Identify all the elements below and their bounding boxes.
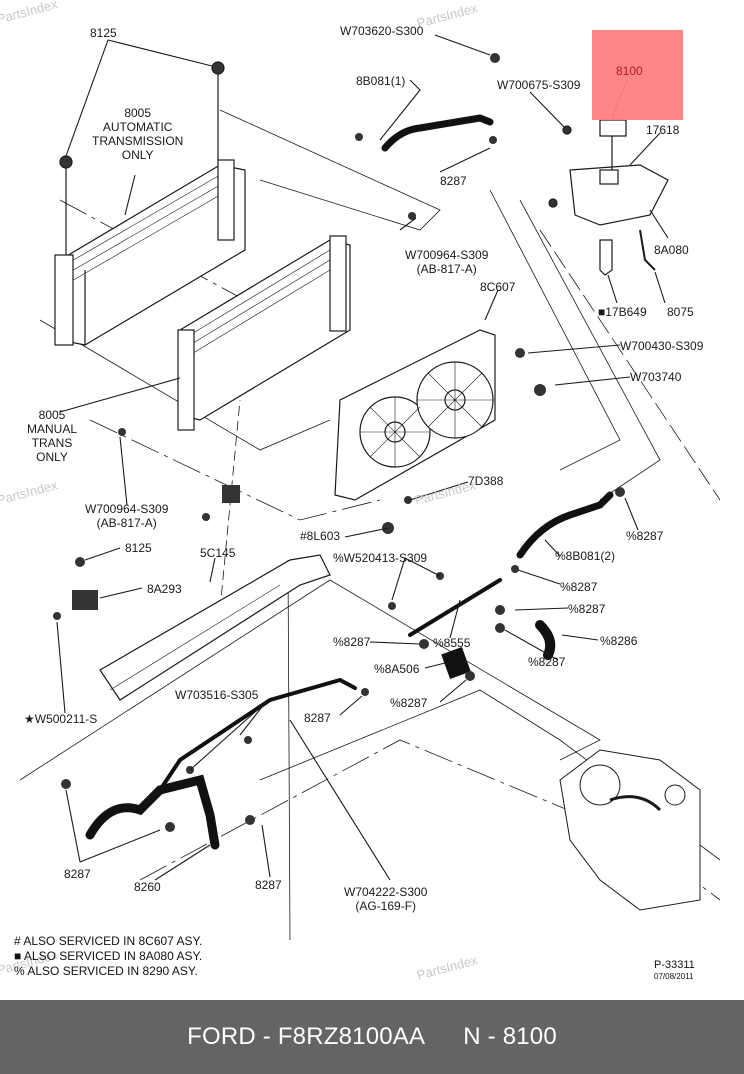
part-label-8287[interactable]: 8287 xyxy=(64,867,91,881)
part-label-8100-highlighted[interactable]: 8100 xyxy=(616,64,643,78)
part-label-8a293[interactable]: 8A293 xyxy=(147,582,182,596)
part-label-8005-automatic[interactable]: 8005 AUTOMATIC TRANSMISSION ONLY xyxy=(92,106,183,162)
label-line: (AB-817-A) xyxy=(416,262,477,276)
hoses xyxy=(85,114,614,850)
part-label-8075[interactable]: 8075 xyxy=(667,305,694,319)
label-line: (AB-817-A) xyxy=(96,516,157,530)
legend-item: ■ ALSO SERVICED IN 8A080 ASY. xyxy=(14,949,203,963)
part-label-8260[interactable]: 8260 xyxy=(134,880,161,894)
label-line: ONLY xyxy=(36,450,68,464)
label-line: TRANS xyxy=(31,436,73,450)
part-label-8l603[interactable]: #8L603 xyxy=(300,529,341,543)
part-label-w700964-s309[interactable]: W700964-S309 (AB-817-A) xyxy=(405,248,488,276)
label-line: 8005 xyxy=(38,408,66,422)
reference-block: P-33311 07/08/2011 xyxy=(654,959,695,983)
part-label-8287[interactable]: 8287 xyxy=(255,878,282,892)
reference-date: 07/08/2011 xyxy=(654,972,694,981)
part-label-8c607[interactable]: 8C607 xyxy=(480,280,516,294)
coolant-reservoir xyxy=(548,119,669,276)
part-label-8a080[interactable]: 8A080 xyxy=(654,243,689,257)
part-label-8125[interactable]: 8125 xyxy=(90,26,117,40)
label-line: (AG-169-F) xyxy=(355,899,417,913)
part-label-7d388[interactable]: 7D388 xyxy=(468,474,504,488)
part-label-8287[interactable]: 8287 xyxy=(440,174,467,188)
part-label-w700964-s309-left[interactable]: W700964-S309 (AB-817-A) xyxy=(85,502,168,530)
part-label-8a506[interactable]: %8A506 xyxy=(374,662,420,676)
label-line: MANUAL xyxy=(27,422,78,436)
part-label-17618[interactable]: 17618 xyxy=(646,123,680,137)
legend: # ALSO SERVICED IN 8C607 ASY. ■ ALSO SER… xyxy=(14,934,202,979)
part-label-5c145[interactable]: 5C145 xyxy=(200,546,236,560)
leader-lines xyxy=(56,34,669,881)
label-line: 8005 xyxy=(124,106,152,120)
part-label-8125-left[interactable]: 8125 xyxy=(125,541,152,555)
legend-item: % ALSO SERVICED IN 8290 ASY. xyxy=(14,964,198,978)
parts-diagram: PartsIndex PartsIndex PartsIndex PartsIn… xyxy=(0,0,721,983)
diagram-linework xyxy=(19,34,721,941)
footer-part-number: N - 8100 xyxy=(463,1023,557,1050)
part-label-8286[interactable]: %8286 xyxy=(600,634,638,648)
engine-block xyxy=(559,749,701,911)
part-label-8287-pct[interactable]: %8287 xyxy=(390,696,428,710)
part-label-8b081-2[interactable]: %8B081(2) xyxy=(555,549,616,563)
label-line: W700964-S309 xyxy=(85,502,169,516)
label-line: W704222-S300 xyxy=(344,885,428,899)
footer-bar: FORD - F8RZ8100AA N - 8100 xyxy=(0,1000,744,1074)
fan-shroud xyxy=(334,329,496,501)
part-label-8287-pct[interactable]: %8287 xyxy=(626,529,664,543)
part-label-17b649[interactable]: ■17B649 xyxy=(598,305,647,319)
footer-brand-part: FORD - F8RZ8100AA xyxy=(187,1023,426,1050)
part-label-8287-pct[interactable]: %8287 xyxy=(560,580,598,594)
reference-code: P-33311 xyxy=(654,959,695,971)
part-label-w703516-s305[interactable]: W703516-S305 xyxy=(175,688,259,702)
label-line: TRANSMISSION xyxy=(92,134,184,148)
radiator-manual xyxy=(177,235,351,431)
part-label-8555[interactable]: %8555 xyxy=(433,636,471,650)
air-deflector xyxy=(99,554,331,701)
radiator-automatic xyxy=(54,61,246,346)
part-label-w520413-s309[interactable]: %W520413-S309 xyxy=(333,551,428,565)
part-label-w500211-s[interactable]: ★W500211-S xyxy=(24,712,98,726)
part-label-8b081-1[interactable]: 8B081(1) xyxy=(356,74,406,88)
part-label-8005-manual[interactable]: 8005 MANUAL TRANS ONLY xyxy=(27,408,77,464)
part-label-8287-pct[interactable]: %8287 xyxy=(528,655,566,669)
label-line: AUTOMATIC xyxy=(102,120,173,134)
part-label-w700430-s309[interactable]: W700430-S309 xyxy=(620,339,704,353)
part-label-w700675-s309[interactable]: W700675-S309 xyxy=(497,78,581,92)
part-label-8287-pct[interactable]: %8287 xyxy=(568,602,606,616)
label-line: W700964-S309 xyxy=(405,248,489,262)
part-label-8287-pct[interactable]: %8287 xyxy=(333,635,371,649)
highlight-box xyxy=(592,30,683,120)
part-label-8287[interactable]: 8287 xyxy=(304,711,331,725)
legend-item: # ALSO SERVICED IN 8C607 ASY. xyxy=(14,934,203,948)
part-label-w703740[interactable]: W703740 xyxy=(630,370,682,384)
part-label-w703620-s300[interactable]: W703620-S300 xyxy=(340,24,424,38)
part-label-w704222-s300[interactable]: W704222-S300 (AG-169-F) xyxy=(344,885,427,913)
label-line: ONLY xyxy=(121,148,154,162)
